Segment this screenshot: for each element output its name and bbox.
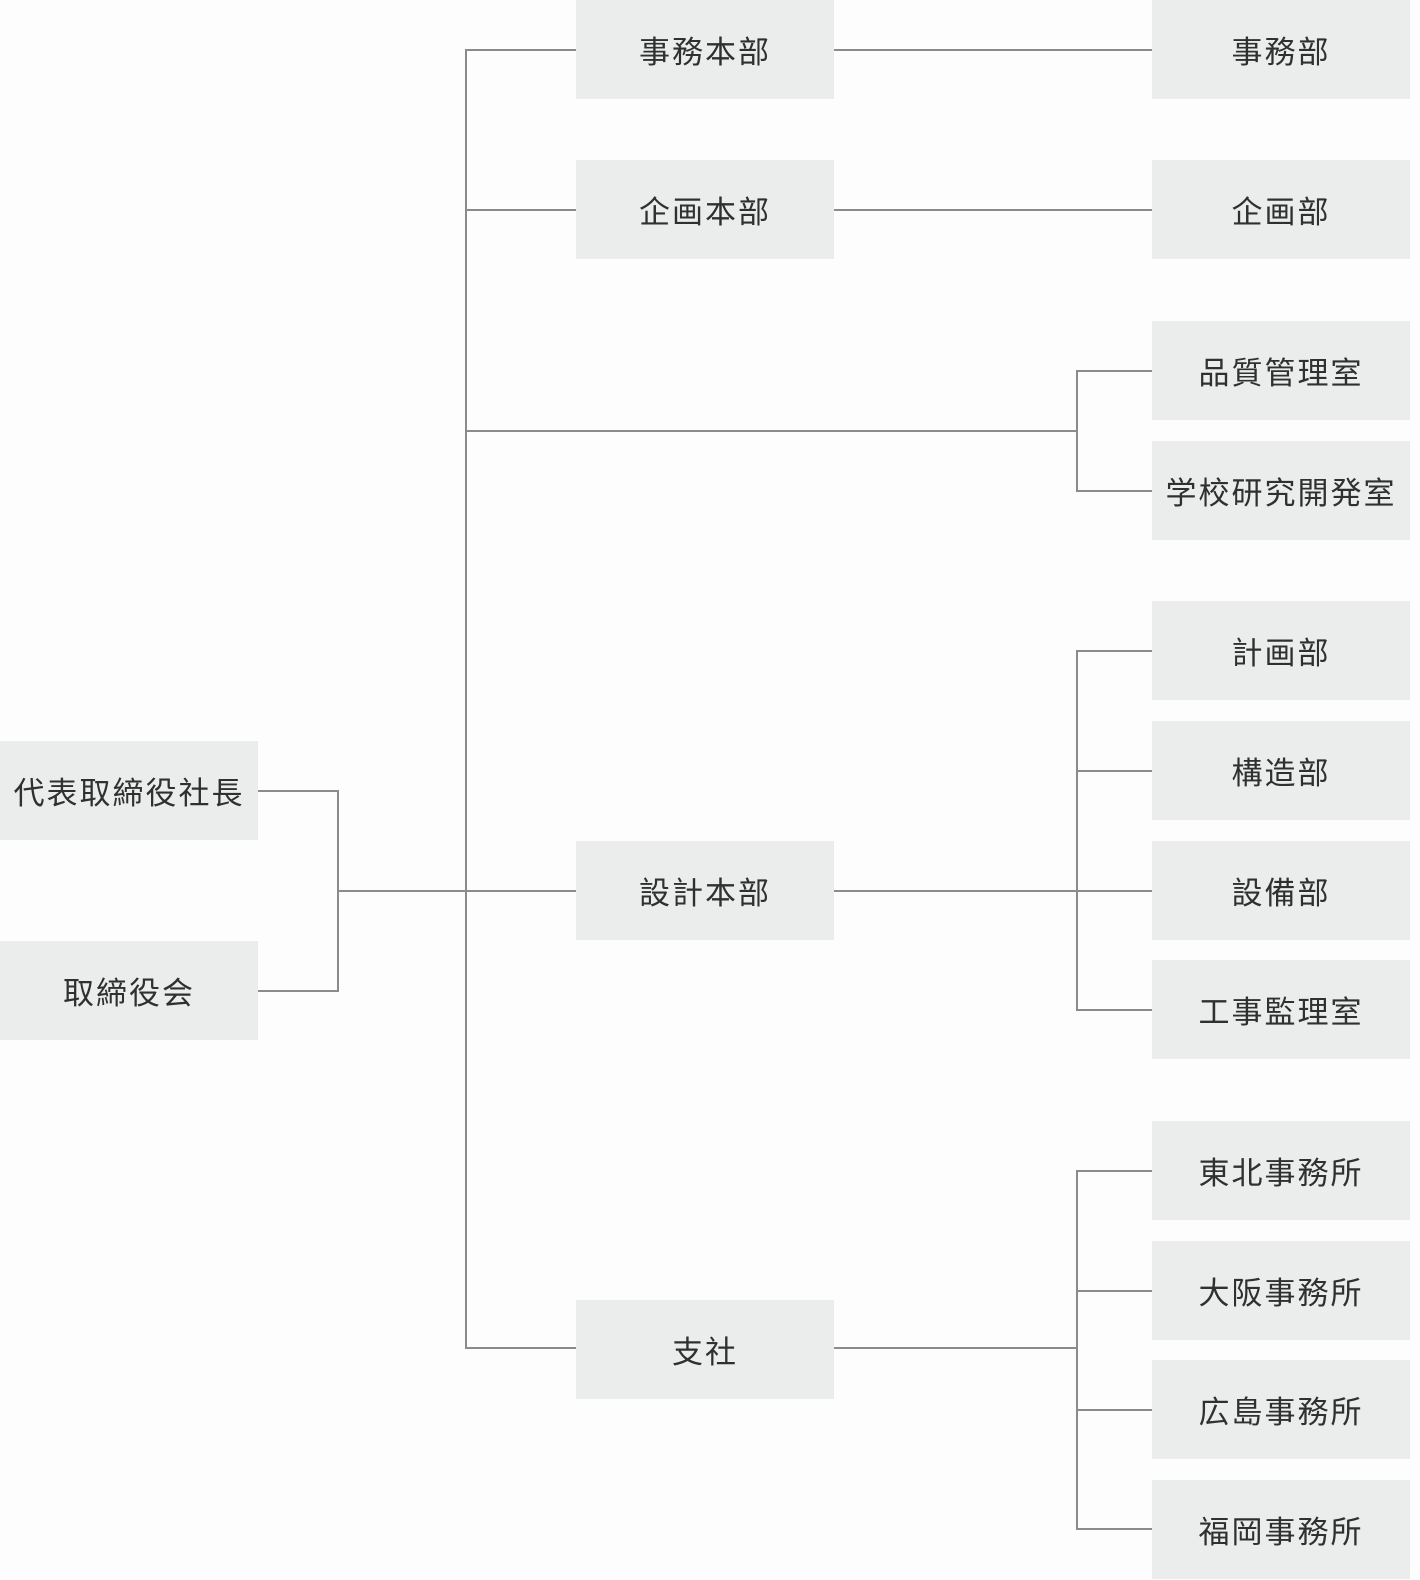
box-planning-dept: 企画部 [1152, 160, 1410, 259]
box-board: 取締役会 [0, 941, 258, 1040]
box-planning-hq: 企画本部 [576, 160, 834, 259]
box-admin-dept: 事務部 [1152, 0, 1410, 99]
box-hiroshima-office: 広島事務所 [1152, 1360, 1410, 1459]
box-fukuoka-office: 福岡事務所 [1152, 1480, 1410, 1579]
box-osaka-office: 大阪事務所 [1152, 1241, 1410, 1340]
box-planning-section: 計画部 [1152, 601, 1410, 700]
box-admin-hq: 事務本部 [576, 0, 834, 99]
box-school-rd-office: 学校研究開発室 [1152, 441, 1410, 540]
box-facilities-dept: 設備部 [1152, 841, 1410, 940]
box-structure-dept: 構造部 [1152, 721, 1410, 820]
box-branch: 支社 [576, 1300, 834, 1399]
box-supervision-office: 工事監理室 [1152, 960, 1410, 1059]
box-quality-office: 品質管理室 [1152, 321, 1410, 420]
box-tohoku-office: 東北事務所 [1152, 1121, 1410, 1220]
box-president: 代表取締役社長 [0, 741, 258, 840]
box-design-hq: 設計本部 [576, 841, 834, 940]
